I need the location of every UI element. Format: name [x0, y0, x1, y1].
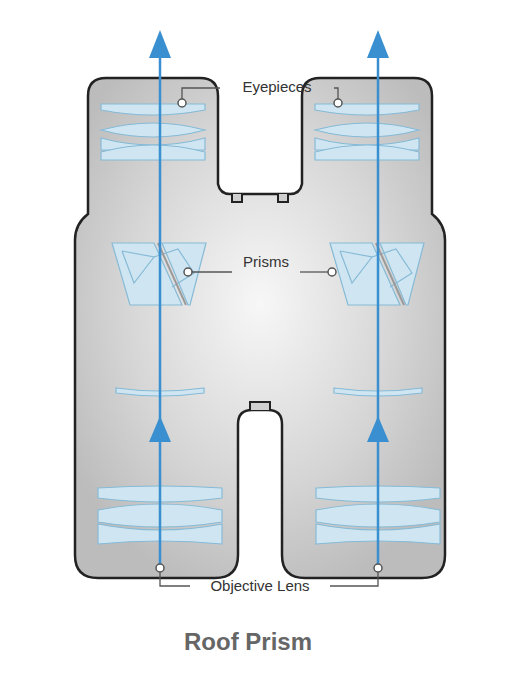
- leader-dots: [156, 99, 382, 572]
- hinge-detail: [250, 402, 270, 410]
- figure-caption: Roof Prism: [184, 628, 312, 657]
- leader-lines: [160, 88, 378, 586]
- eyepieces-label: Eyepieces: [242, 78, 311, 96]
- prisms-label: Prisms: [243, 253, 289, 271]
- hinge-detail: [232, 194, 288, 202]
- objective-label: Objective Lens: [210, 577, 309, 595]
- eyepiece-lens: [315, 104, 419, 160]
- binocular-body: [75, 78, 445, 578]
- light-path: [149, 30, 389, 572]
- eyepiece-lens: [101, 104, 205, 160]
